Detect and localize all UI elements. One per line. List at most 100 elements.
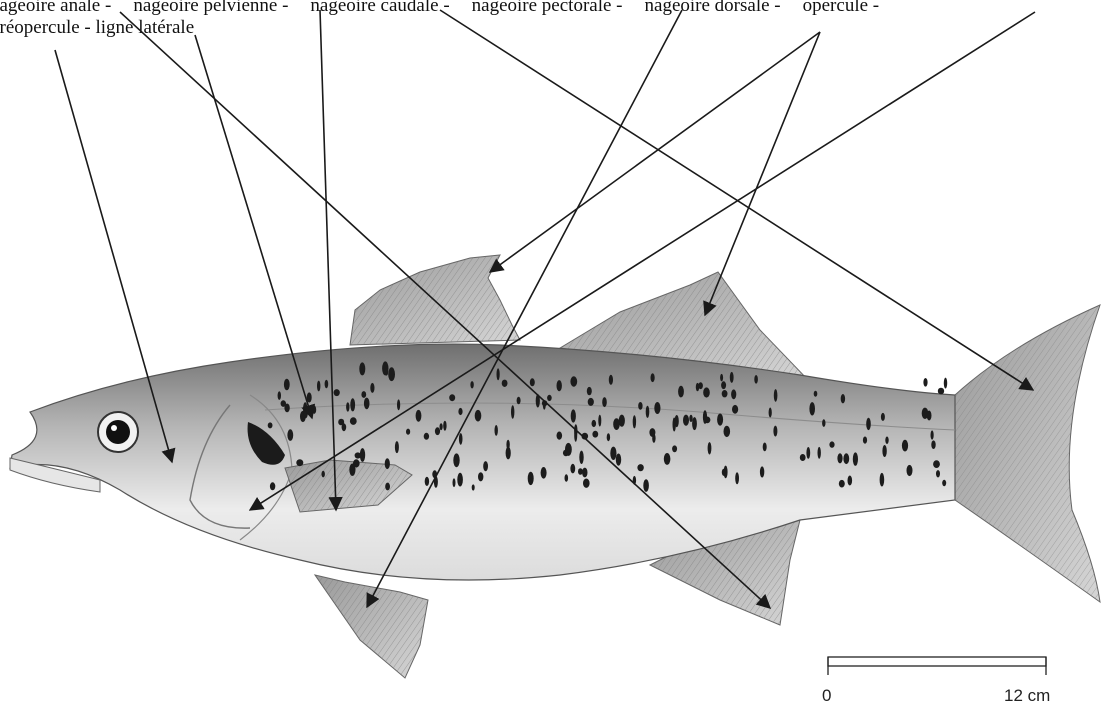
- body-spot: [453, 478, 456, 487]
- body-spot: [453, 453, 459, 467]
- body-spot: [610, 447, 616, 460]
- body-spot: [483, 461, 488, 471]
- body-spot: [922, 408, 929, 419]
- scale-bar-start-label: 0: [822, 686, 831, 705]
- body-spot: [760, 466, 764, 477]
- body-spot: [296, 459, 303, 466]
- body-spot: [848, 476, 853, 486]
- body-spot: [633, 415, 636, 428]
- body-spot: [312, 406, 316, 414]
- body-spot: [443, 421, 446, 431]
- body-spot: [338, 419, 344, 426]
- caudal-fin-rays: [955, 305, 1100, 602]
- body-spot: [435, 427, 440, 435]
- body-spot: [317, 381, 320, 392]
- eye: [98, 412, 138, 452]
- body-spot: [385, 483, 390, 491]
- body-spot: [578, 468, 583, 475]
- body-spot: [931, 430, 934, 439]
- body-spot: [721, 381, 726, 389]
- body-spot: [724, 426, 731, 437]
- body-spot: [571, 409, 576, 422]
- body-spot: [841, 394, 845, 403]
- body-spot: [370, 383, 374, 393]
- body-spot: [346, 402, 349, 411]
- body-spot: [649, 428, 655, 437]
- body-spot: [720, 374, 723, 381]
- body-spot: [425, 477, 429, 486]
- body-spot: [774, 389, 778, 402]
- body-spot: [806, 447, 810, 459]
- body-spot: [588, 398, 594, 406]
- body-spot: [843, 453, 849, 464]
- body-spot: [557, 432, 563, 440]
- body-spot: [880, 473, 885, 487]
- body-spot: [800, 454, 806, 461]
- body-spot: [582, 468, 587, 478]
- body-spot: [839, 480, 845, 488]
- body-spot: [936, 470, 940, 477]
- body-spot: [837, 453, 842, 463]
- body-spot: [731, 389, 736, 399]
- body-spot: [511, 405, 514, 418]
- body-spot: [424, 433, 429, 440]
- body-spot: [637, 464, 643, 471]
- body-spot: [385, 458, 390, 469]
- body-spot: [472, 484, 475, 490]
- body-spot: [881, 413, 885, 421]
- body-spot: [592, 431, 598, 438]
- body-spot: [902, 440, 908, 452]
- body-spot: [735, 472, 739, 484]
- body-spot: [818, 447, 821, 459]
- body-spot: [931, 440, 935, 449]
- body-spot: [853, 452, 858, 465]
- body-spot: [907, 465, 913, 476]
- body-spot: [673, 418, 676, 432]
- body-spot: [708, 442, 712, 454]
- body-spot: [416, 410, 422, 422]
- body-spot: [607, 433, 610, 441]
- body-spot: [638, 402, 642, 410]
- body-spot: [497, 368, 500, 380]
- body-spot: [382, 361, 388, 375]
- body-spot: [664, 453, 671, 465]
- body-spot: [458, 408, 462, 415]
- body-spot: [651, 373, 655, 382]
- body-spot: [598, 415, 601, 427]
- body-spot: [602, 397, 607, 407]
- body-spot: [349, 464, 355, 476]
- body-spot: [696, 383, 699, 391]
- body-spot: [397, 399, 400, 410]
- body-spot: [350, 398, 355, 411]
- body-spot: [570, 464, 575, 474]
- body-spot: [942, 480, 946, 486]
- body-spot: [528, 472, 534, 485]
- body-spot: [303, 402, 307, 416]
- body-spot: [587, 387, 592, 395]
- body-spot: [769, 408, 772, 418]
- body-spot: [592, 420, 597, 427]
- body-spot: [619, 415, 625, 427]
- body-spot: [654, 402, 660, 414]
- body-spot: [609, 375, 613, 385]
- body-spot: [814, 391, 818, 397]
- body-spot: [325, 380, 329, 389]
- body-spot: [763, 443, 767, 452]
- body-spot: [822, 419, 825, 427]
- body-spot: [616, 454, 621, 466]
- body-spot: [547, 395, 552, 401]
- body-spot: [643, 479, 649, 492]
- body-spot: [563, 450, 569, 457]
- body-spot: [359, 362, 365, 375]
- body-spot: [730, 372, 734, 383]
- body-spot: [583, 479, 590, 488]
- body-spot: [278, 391, 281, 400]
- body-spot: [361, 391, 366, 398]
- body-spot: [678, 386, 684, 398]
- body-spot: [475, 410, 482, 422]
- body-spot: [506, 447, 511, 460]
- body-spot: [882, 445, 886, 457]
- body-spot: [334, 389, 340, 396]
- scale-bar-end-label: 12 cm: [1004, 686, 1050, 705]
- body-spot: [923, 378, 927, 387]
